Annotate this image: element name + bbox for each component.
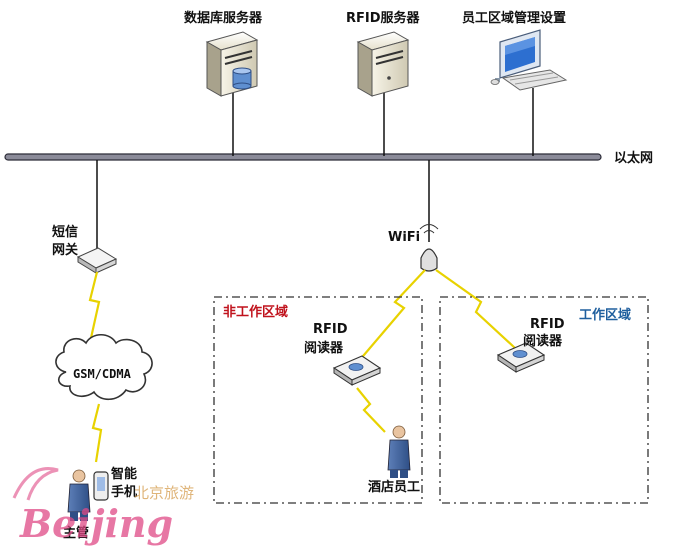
workstation-icon	[490, 29, 568, 91]
hotel-staff-person-icon	[387, 425, 411, 478]
ethernet-label: 以太网	[614, 150, 653, 166]
rfid-reader-label-line2: 阅读器	[304, 340, 344, 356]
cloud-icon	[55, 333, 153, 401]
work-zone-label: 工作区域	[579, 307, 631, 323]
lightning-link-icon	[357, 269, 426, 363]
lightning-link-icon	[91, 403, 103, 463]
watermark-text: Beijing	[19, 501, 173, 546]
lightning-link-icon	[435, 269, 516, 349]
wifi-label: WiFi	[388, 230, 420, 245]
rfid-reader-icon	[496, 342, 546, 373]
zone-mgmt-label: 员工区域管理设置	[462, 10, 566, 26]
lightning-link-icon	[356, 387, 386, 433]
rfid-reader-label-line2: 阅读器	[523, 333, 563, 349]
work-zone-boundary	[439, 296, 649, 504]
manager-person-icon	[67, 469, 91, 521]
gateway-icon	[76, 247, 118, 274]
sms-gateway-label-line1: 短信	[52, 224, 78, 240]
manager-label: 主管	[63, 525, 89, 541]
network-label: GSM/CDMA	[73, 367, 132, 381]
database-icon	[232, 67, 252, 90]
db-server-label: 数据库服务器	[184, 10, 263, 26]
rfid-reader-label-line1: RFID	[530, 317, 565, 332]
lightning-link-icon	[88, 271, 101, 339]
rfid-server-icon	[356, 31, 410, 97]
rfid-reader-icon	[332, 355, 382, 386]
watermark-subtext: 北京旅游	[134, 484, 194, 502]
hotel-staff-label: 酒店员工	[368, 479, 420, 495]
ethernet-backbone	[4, 68, 602, 250]
watermark-logo: Beijing 北京旅游	[12, 467, 194, 546]
rfid-reader-label-line1: RFID	[313, 322, 348, 337]
non-work-zone-label: 非工作区域	[223, 304, 288, 320]
smartphone-label-line2: 手机	[111, 484, 137, 500]
rfid-server-label: RFID服务器	[346, 10, 421, 26]
database-server-icon	[205, 31, 259, 97]
smartphone-label-line1: 智能	[111, 466, 137, 482]
non-work-zone-boundary	[213, 296, 423, 504]
sms-gateway-label-line2: 网关	[52, 242, 78, 258]
phone-icon	[93, 471, 109, 501]
